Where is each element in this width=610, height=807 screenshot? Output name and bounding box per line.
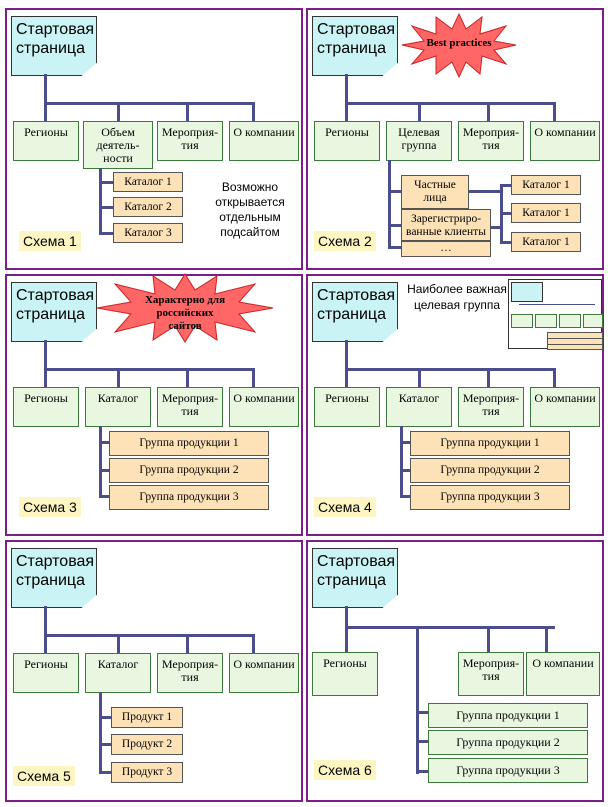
start-page-box: Стартовая страница <box>312 282 398 342</box>
product-box: Продукт 1 <box>111 707 183 728</box>
events-box: Мероприя-тия <box>157 653 223 693</box>
scheme-label: Схема 4 <box>314 497 376 517</box>
product-group-box: Группа продукции 3 <box>428 758 588 783</box>
product-group-box: Группа продукции 3 <box>410 485 570 510</box>
product-box: Продукт 2 <box>111 734 183 755</box>
scheme-label: Схема 6 <box>314 760 376 780</box>
russian-sites-badge: Характерно для российских сайтов <box>95 272 275 344</box>
scheme-1-panel: Стартовая страница Регионы Объем деятель… <box>5 8 303 270</box>
catalog-box: Каталог 3 <box>113 223 183 243</box>
about-company-box: О компании <box>530 121 600 161</box>
catalog-category-box: Каталог <box>85 387 151 427</box>
regions-box: Регионы <box>13 387 79 427</box>
about-company-box: О компании <box>229 121 299 161</box>
private-persons-box: Частные лица <box>401 175 469 209</box>
start-page-box: Стартовая страница <box>312 16 398 76</box>
scheme-6-panel: Стартовая страница Регионы Мероприя-тия … <box>306 540 604 802</box>
scheme-label: Схема 1 <box>19 231 81 251</box>
catalog-box: Каталог 1 <box>511 175 581 195</box>
scheme-4-panel: Стартовая страница Наиболее важная целев… <box>306 274 604 536</box>
best-practices-text: Best practices <box>426 37 492 49</box>
start-page-box: Стартовая страница <box>11 282 97 342</box>
more-groups-box: … <box>401 241 491 257</box>
mini-schema-thumbnail <box>508 279 603 350</box>
regions-box: Регионы <box>314 121 380 161</box>
events-box: Мероприя-тия <box>157 387 223 427</box>
regions-box: Регионы <box>312 652 378 696</box>
product-group-box: Группа продукции 2 <box>428 730 588 755</box>
start-page-box: Стартовая страница <box>11 16 97 76</box>
subsite-note: Возможно открывается отдельным подсайтом <box>215 180 285 239</box>
events-box: Мероприя-тия <box>458 121 524 161</box>
events-box: Мероприя-тия <box>458 387 524 427</box>
scheme-label: Схема 3 <box>19 497 81 517</box>
product-group-box: Группа продукции 3 <box>109 485 269 510</box>
catalog-category-box: Каталог <box>386 387 452 427</box>
about-company-box: О компании <box>229 387 299 427</box>
product-group-box: Группа продукции 1 <box>428 703 588 728</box>
activity-volume-box: Объем деятель-ности <box>83 121 153 169</box>
regions-box: Регионы <box>13 121 79 161</box>
regions-box: Регионы <box>13 653 79 693</box>
scheme-3-panel: Стартовая страница Характерно для россий… <box>5 272 303 536</box>
russian-sites-text: Характерно для российских сайтов <box>144 294 226 332</box>
product-group-box: Группа продукции 2 <box>410 458 570 483</box>
target-group-box: Целевая группа <box>386 121 452 161</box>
catalog-box: Каталог 1 <box>113 172 183 192</box>
scheme-2-panel: Стартовая страница Best practices Регион… <box>306 8 604 270</box>
about-company-box: О компании <box>229 653 299 693</box>
scheme-label: Схема 5 <box>13 766 75 786</box>
product-group-box: Группа продукции 1 <box>109 431 269 456</box>
product-group-box: Группа продукции 2 <box>109 458 269 483</box>
important-group-note: Наиболее важная целевая группа <box>407 282 507 312</box>
scheme-label: Схема 2 <box>314 231 376 251</box>
about-company-box: О компании <box>526 652 600 696</box>
regions-box: Регионы <box>314 387 380 427</box>
catalog-box: Каталог 2 <box>113 197 183 217</box>
registered-clients-box: Зарегистриро-ванные клиенты <box>401 209 491 241</box>
catalog-category-box: Каталог <box>85 653 151 693</box>
best-practices-badge: Best practices <box>400 12 518 78</box>
about-company-box: О компании <box>530 387 600 427</box>
product-box: Продукт 3 <box>111 762 183 783</box>
catalog-box: Каталог 1 <box>511 203 581 223</box>
events-box: Мероприя-тия <box>157 121 223 161</box>
scheme-5-panel: Стартовая страница Регионы Каталог Мероп… <box>5 540 303 802</box>
catalog-box: Каталог 1 <box>511 232 581 252</box>
events-box: Мероприя-тия <box>458 652 524 696</box>
product-group-box: Группа продукции 1 <box>410 431 570 456</box>
start-page-box: Стартовая страница <box>11 548 97 608</box>
start-page-box: Стартовая страница <box>312 548 398 608</box>
